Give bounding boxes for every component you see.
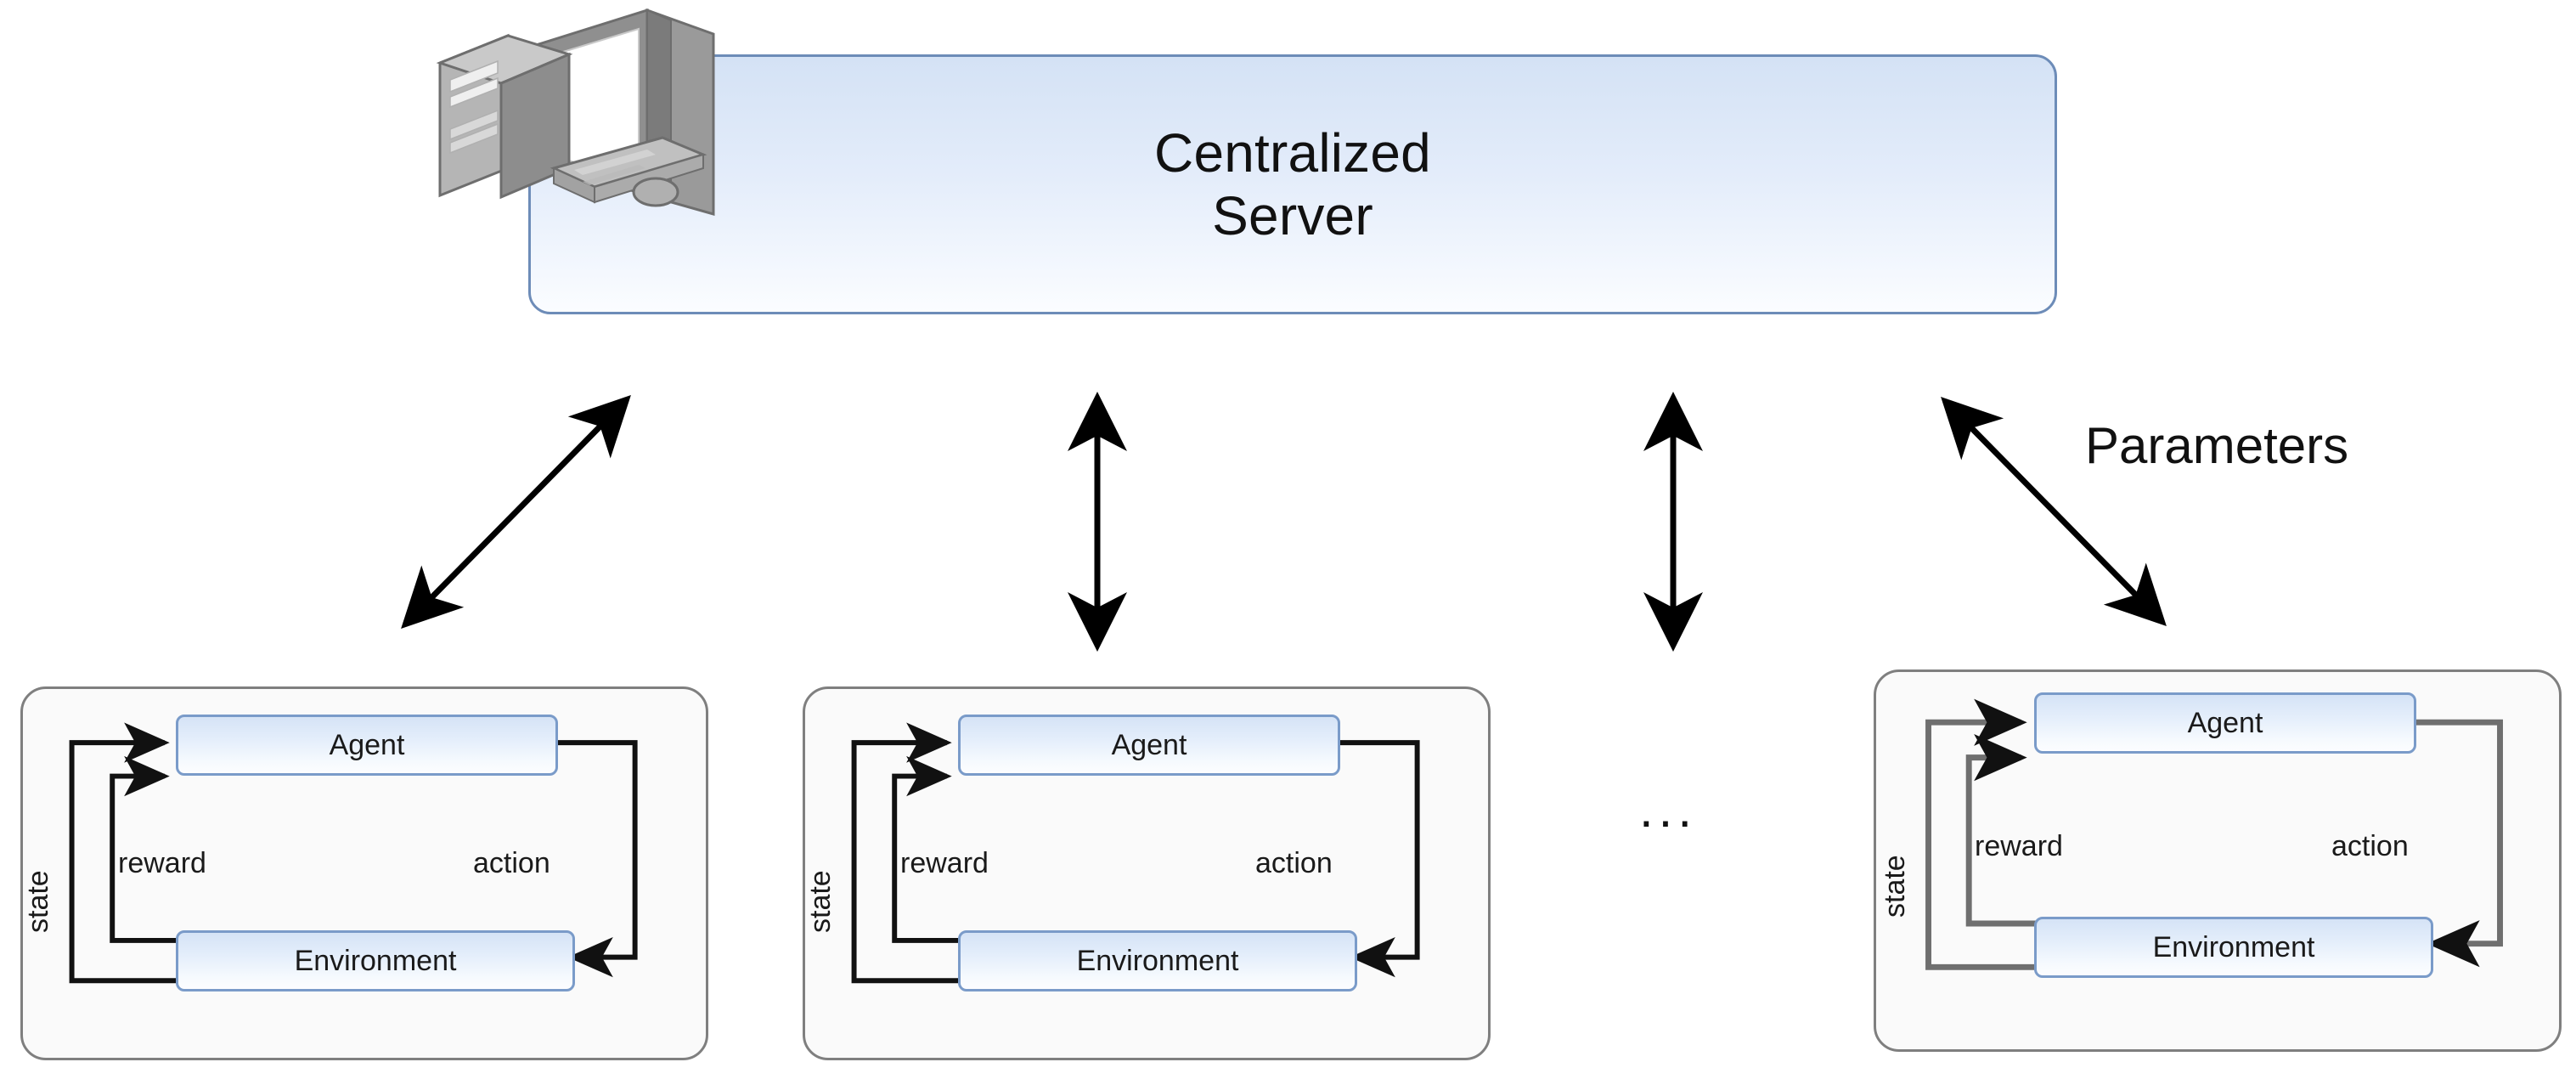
reward-label-2: reward (900, 847, 989, 879)
rl-loop-arrows-1 (69, 722, 638, 984)
agent-label-1: Agent (329, 728, 405, 761)
action-label-1: action (473, 847, 550, 879)
centralized-server-box[interactable] (528, 54, 2057, 314)
state-label-2: state (804, 870, 837, 933)
server-title-line-2: Server (1212, 185, 1373, 246)
ellipsis-label: ... (1639, 781, 1698, 838)
agent-label-2: Agent (1111, 728, 1187, 761)
agent-label-3: Agent (2187, 706, 2263, 739)
parameters-label: Parameters (2085, 417, 2349, 474)
environment-box-1[interactable]: Environment (176, 930, 575, 991)
rl-block-1[interactable]: Agent Environment state reward action (20, 686, 708, 1060)
environment-label-1: Environment (294, 944, 457, 977)
reward-label-3: reward (1975, 830, 2063, 862)
action-label-2: action (1255, 847, 1333, 879)
server-title-line-1: Centralized (1154, 121, 1431, 184)
state-label-3: state (1879, 855, 1911, 918)
agent-box-1[interactable]: Agent (176, 715, 558, 776)
rl-block-2[interactable]: Agent Environment state reward action (803, 686, 1491, 1060)
desktop-computer-icon (425, 2, 730, 291)
agent-box-3[interactable]: Agent (2034, 692, 2416, 754)
connector-arrow-1 (401, 395, 631, 629)
environment-box-3[interactable]: Environment (2034, 917, 2433, 978)
state-label-1: state (22, 870, 54, 933)
environment-label-2: Environment (1076, 944, 1239, 977)
environment-label-3: Environment (2152, 930, 2315, 963)
rl-loop-arrows-2 (851, 722, 1420, 984)
rl-loop-arrows-3 (1925, 698, 2503, 970)
reward-label-1: reward (118, 847, 206, 879)
agent-box-2[interactable]: Agent (958, 715, 1340, 776)
centralized-server-label: Centralized Server (528, 54, 2057, 314)
rl-block-3[interactable]: Agent Environment state reward action (1874, 669, 2562, 1052)
action-label-3: action (2331, 830, 2409, 862)
environment-box-2[interactable]: Environment (958, 930, 1357, 991)
